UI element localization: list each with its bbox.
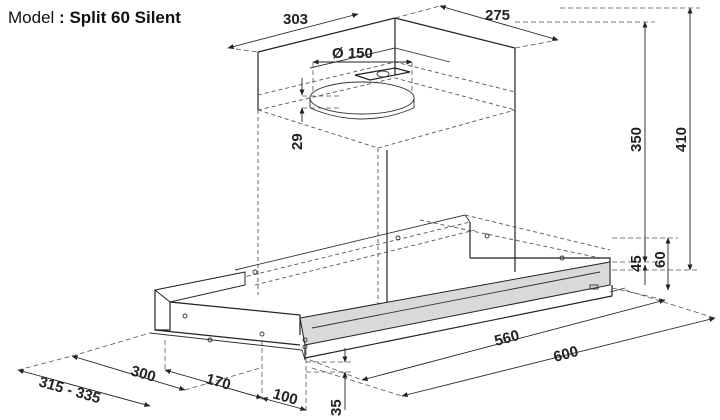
dim-35: 35 [306, 348, 352, 416]
dim-170-label: 170 [204, 371, 233, 394]
dim-60: 60 [612, 237, 678, 291]
dim-170: 170 [164, 340, 263, 400]
model-label: Model [8, 8, 55, 27]
dim-45-label: 45 [628, 255, 645, 272]
model-separator: : [59, 8, 65, 27]
dim-300: 300 [71, 332, 261, 391]
dim-560-label: 560 [493, 327, 522, 350]
dim-410: 410 [560, 7, 700, 271]
dim-275: 275 [394, 5, 559, 49]
dim-60-label: 60 [652, 251, 669, 268]
duct-collar [309, 67, 415, 120]
dim-350: 350 [515, 21, 655, 263]
dim-303-label: 303 [283, 11, 308, 28]
dim-duct-diameter: Ø 150 [312, 45, 413, 92]
dim-300-label: 300 [129, 363, 158, 386]
dim-315-335-label: 315 - 335 [37, 374, 103, 408]
dim-303: 303 [227, 11, 359, 53]
dim-410-label: 410 [673, 127, 690, 152]
dim-duct-diameter-label: Ø 150 [332, 45, 373, 62]
dim-600-label: 600 [552, 343, 581, 366]
chimney [257, 17, 516, 305]
dim-350-label: 350 [628, 127, 645, 152]
dim-45: 45 [612, 240, 655, 285]
model-name: Split 60 Silent [69, 8, 181, 27]
dim-29-label: 29 [289, 133, 306, 150]
dim-100: 100 [261, 350, 307, 412]
dim-29: 29 [289, 78, 340, 150]
dim-315-335: 315 - 335 [17, 355, 151, 408]
dim-35-label: 35 [328, 399, 345, 416]
model-heading: Model : Split 60 Silent [8, 8, 181, 28]
dim-275-label: 275 [485, 7, 510, 24]
dim-600: 600 [311, 289, 716, 398]
dim-100-label: 100 [271, 386, 300, 409]
